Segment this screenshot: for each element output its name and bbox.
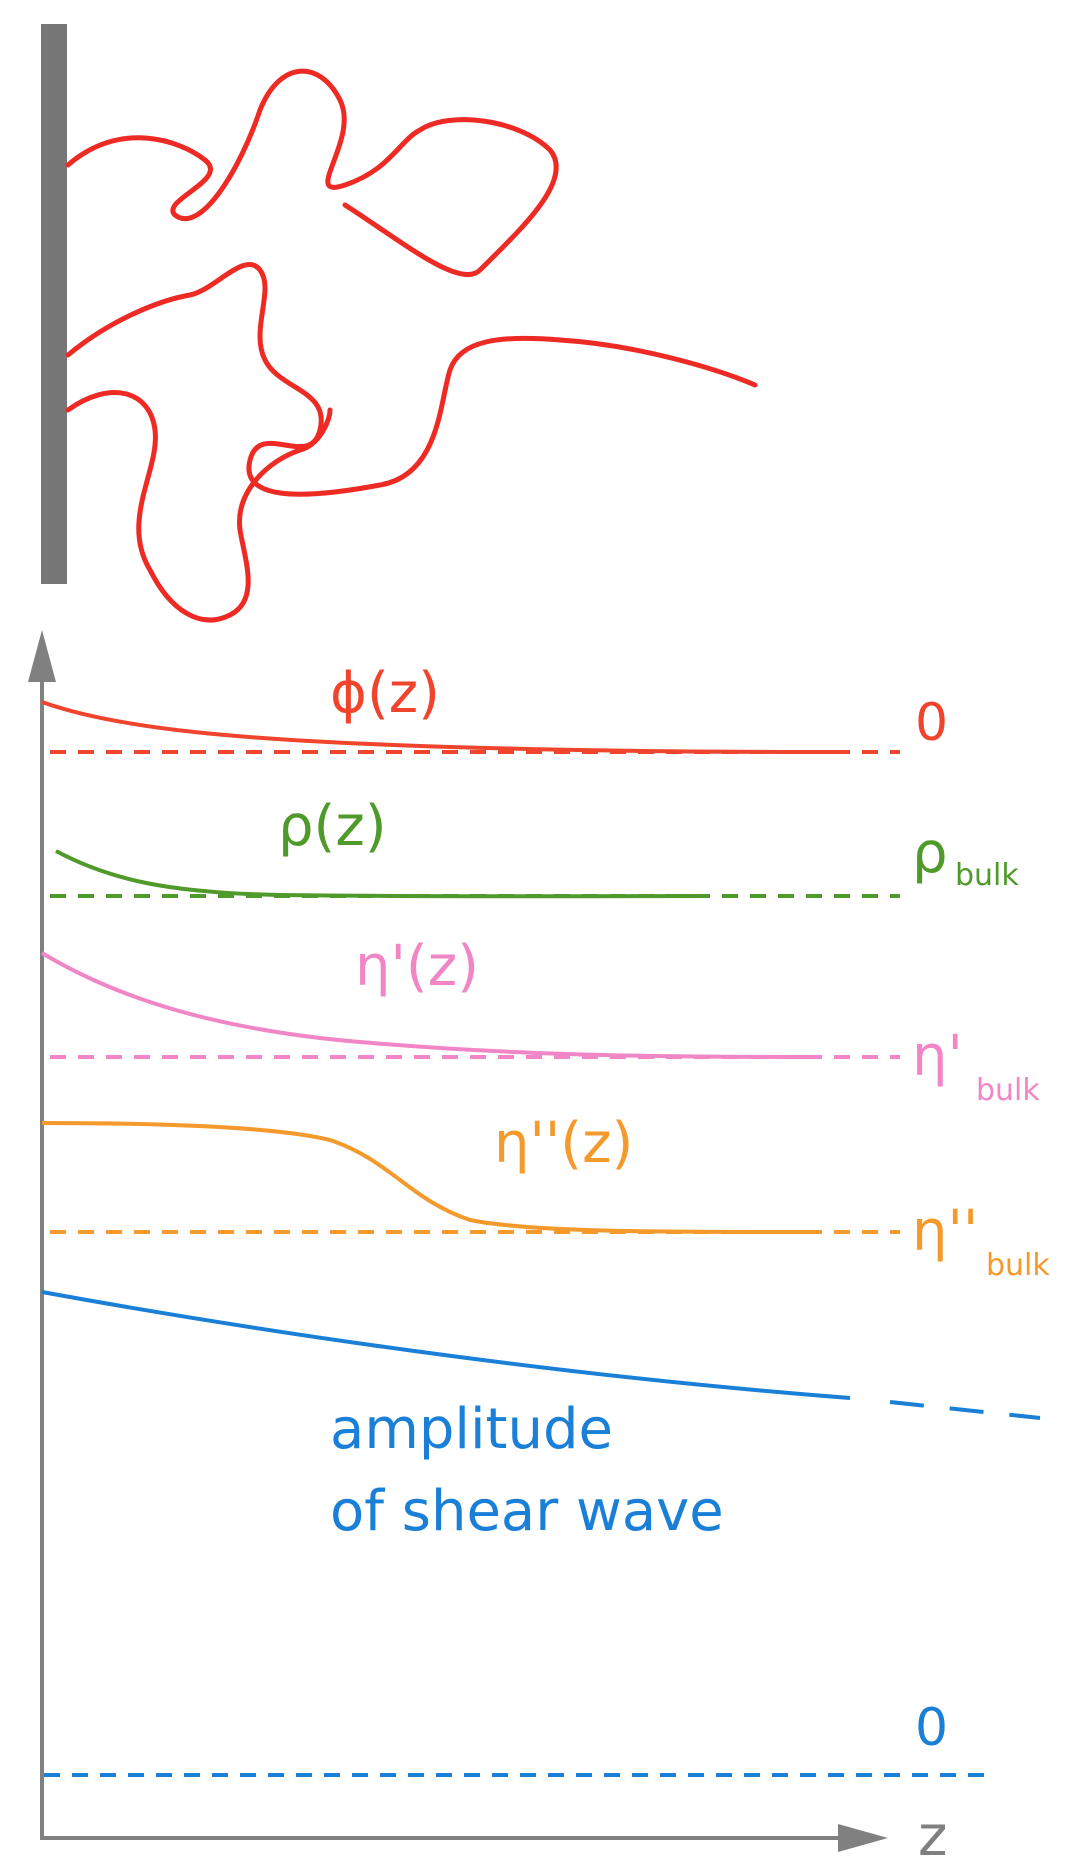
eta-double-prime-curve xyxy=(41,1121,811,1234)
eta-double-prime-label: η''(z) xyxy=(494,1111,633,1176)
eta-prime-curve xyxy=(40,951,811,1059)
eta-double-prime-bulk-label: η'' bulk xyxy=(912,1199,1050,1283)
amplitude-label-line1: amplitude xyxy=(330,1397,613,1462)
x-axis-label: z xyxy=(918,1804,947,1860)
polymer-chain xyxy=(65,68,758,623)
phi-label: ϕ(z) xyxy=(330,661,440,726)
rho-bulk-label: ρ bulk xyxy=(912,821,1019,893)
eta-double-prime-bulk-symbol: η'' xyxy=(912,1199,978,1264)
eta-double-prime-bulk-subscript: bulk xyxy=(986,1248,1050,1283)
wall xyxy=(41,24,67,584)
amplitude-zero-label: 0 xyxy=(915,1698,948,1758)
amplitude-label-line2: of shear wave xyxy=(330,1479,724,1544)
axes xyxy=(28,630,888,1852)
eta-prime-bulk-label: η' bulk xyxy=(912,1024,1040,1108)
rho-bulk-symbol: ρ xyxy=(912,821,948,886)
phi-bulk-label: 0 xyxy=(915,693,948,753)
eta-prime-bulk-symbol: η' xyxy=(912,1024,963,1089)
eta-prime-bulk-subscript: bulk xyxy=(976,1073,1040,1108)
rho-bulk-subscript: bulk xyxy=(955,858,1019,893)
eta-prime-label: η'(z) xyxy=(355,934,479,999)
x-axis-arrowhead xyxy=(838,1824,888,1852)
amplitude-curve xyxy=(41,1290,851,1400)
phi-curve xyxy=(41,700,851,754)
rho-curve xyxy=(55,849,711,899)
amplitude-curve-extension xyxy=(889,1400,1041,1420)
rho-label: ρ(z) xyxy=(278,794,387,859)
y-axis-arrowhead xyxy=(28,630,56,682)
